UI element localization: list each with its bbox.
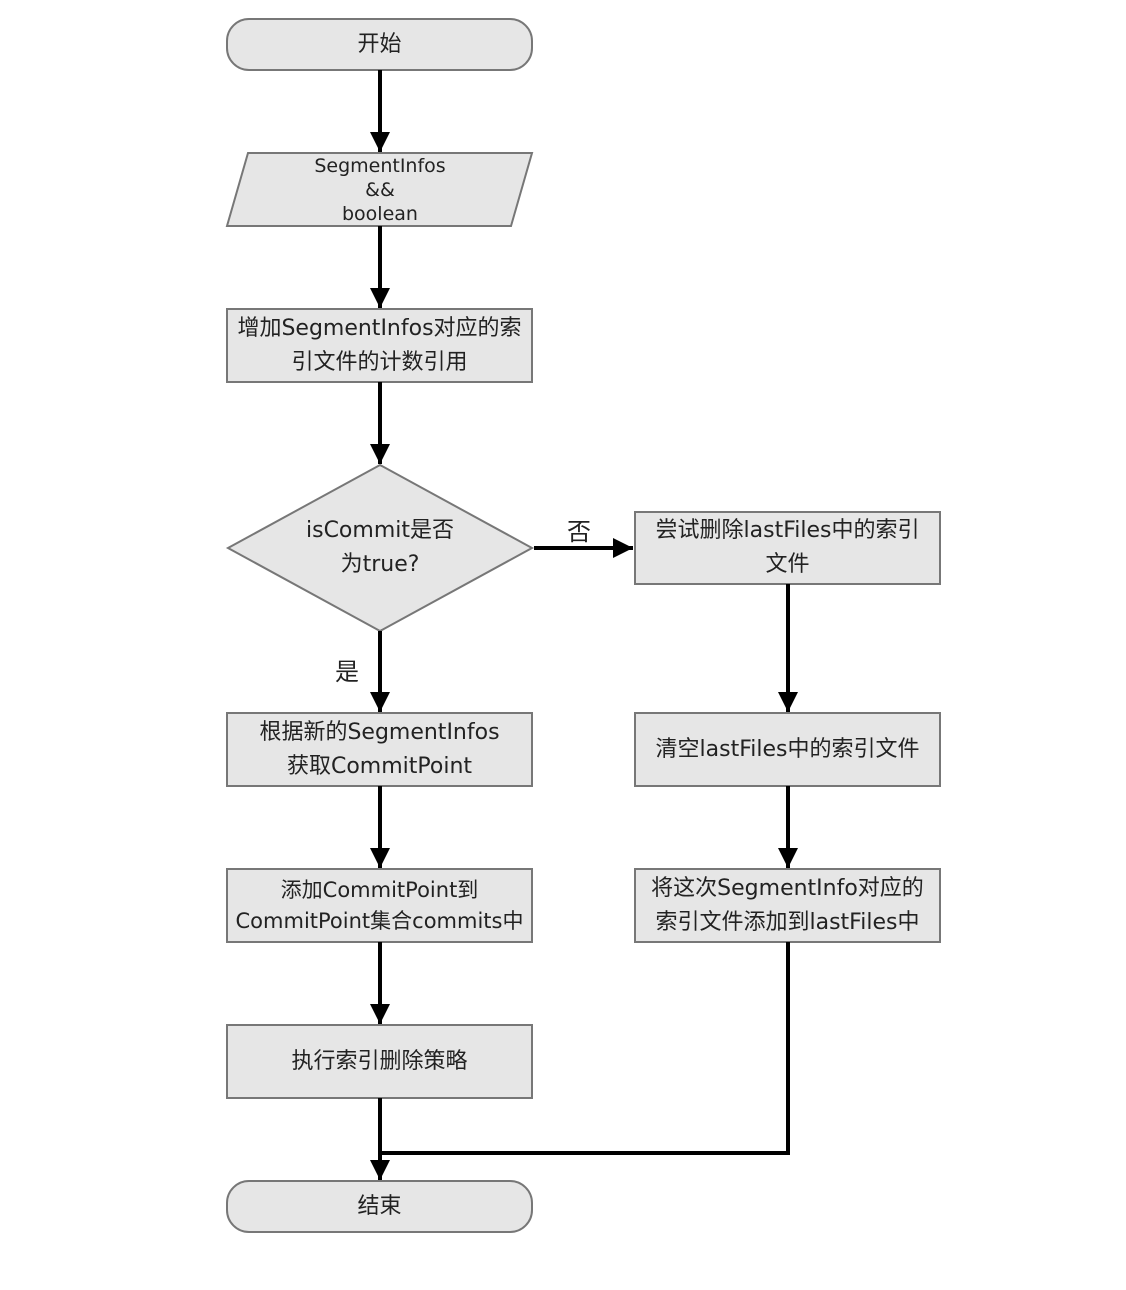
get-commit-label: 根据新的SegmentInfos 获取CommitPoint [259, 719, 500, 779]
clear-last-label: 清空lastFiles中的索引文件 [655, 736, 920, 762]
input-label: SegmentInfos && boolean [314, 154, 446, 225]
get-commit-box [226, 712, 533, 787]
start-label: 开始 [357, 31, 402, 57]
policy-box [226, 1024, 533, 1099]
try-delete-label: 尝试删除lastFiles中的索引 文件 [655, 518, 920, 577]
edge-addlast-merge [380, 942, 790, 1155]
try-delete-box [634, 511, 941, 585]
yes-edge-label: 是 [335, 658, 359, 686]
end-terminator [226, 1180, 533, 1233]
incref-process-box [226, 308, 533, 383]
clear-last-box [634, 712, 941, 787]
end-label: 结束 [357, 1193, 402, 1219]
input-parallelogram [225, 152, 534, 227]
add-last-label: 将这次SegmentInfo对应的 索引文件添加到lastFiles中 [651, 875, 924, 935]
add-commit-box [226, 868, 533, 943]
add-last-box [634, 868, 941, 943]
incref-label: 增加SegmentInfos对应的索 引文件的计数引用 [237, 315, 522, 375]
add-commit-label: 添加CommitPoint到 CommitPoint集合commits中 [235, 877, 524, 933]
no-edge-label: 否 [567, 518, 591, 546]
policy-label: 执行索引删除策略 [291, 1048, 468, 1074]
decision-label: isCommit是否 为true? [306, 518, 454, 577]
